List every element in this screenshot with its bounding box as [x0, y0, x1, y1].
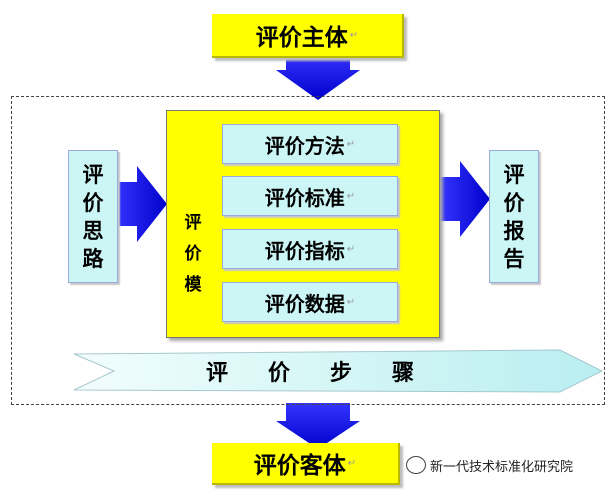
subject-box: 评价主体↵ [212, 14, 404, 58]
model-item-standard: 评价标准↵ [222, 176, 398, 216]
steps-label: 评 价 步 骤 [206, 356, 414, 386]
report-box: 评 价 报 告 [489, 150, 539, 283]
model-label-char: 模 [184, 275, 202, 295]
approach-char: 路 [82, 246, 104, 271]
model-label: 评 价 模 [176, 208, 210, 301]
approach-box: 评 价 思 路 [68, 150, 118, 283]
steps-char: 骤 [391, 361, 414, 386]
evaluation-boundary [11, 96, 605, 405]
model-item-method: 评价方法↵ [222, 124, 398, 164]
arrow-down-bottom [276, 403, 360, 449]
steps-char: 步 [329, 361, 352, 386]
approach-char: 思 [82, 218, 104, 243]
approach-char: 评 [82, 162, 104, 187]
report-char: 报 [503, 218, 525, 243]
model-item-data: 评价数据↵ [222, 282, 398, 322]
object-box: 评价客体↵ [212, 443, 400, 485]
approach-char: 价 [82, 190, 104, 215]
model-label-char: 价 [184, 244, 202, 264]
arrow-down-top [276, 52, 360, 100]
steps-band [73, 349, 604, 393]
report-char: 评 [503, 162, 525, 187]
subject-text: 评价主体 [255, 25, 348, 51]
arrow-right-right [440, 161, 490, 237]
wechat-icon [406, 456, 426, 474]
model-item-indicator: 评价指标↵ [222, 229, 398, 269]
steps-char: 评 [206, 361, 229, 386]
report-char: 价 [503, 190, 525, 215]
object-text: 评价客体 [253, 453, 346, 479]
model-label-char: 评 [184, 213, 202, 233]
watermark: 新一代技术标准化研究院 [406, 454, 611, 476]
steps-char: 价 [267, 361, 290, 386]
report-char: 告 [503, 246, 525, 271]
watermark-text: 新一代技术标准化研究院 [430, 459, 574, 475]
arrow-right-left [115, 166, 167, 242]
